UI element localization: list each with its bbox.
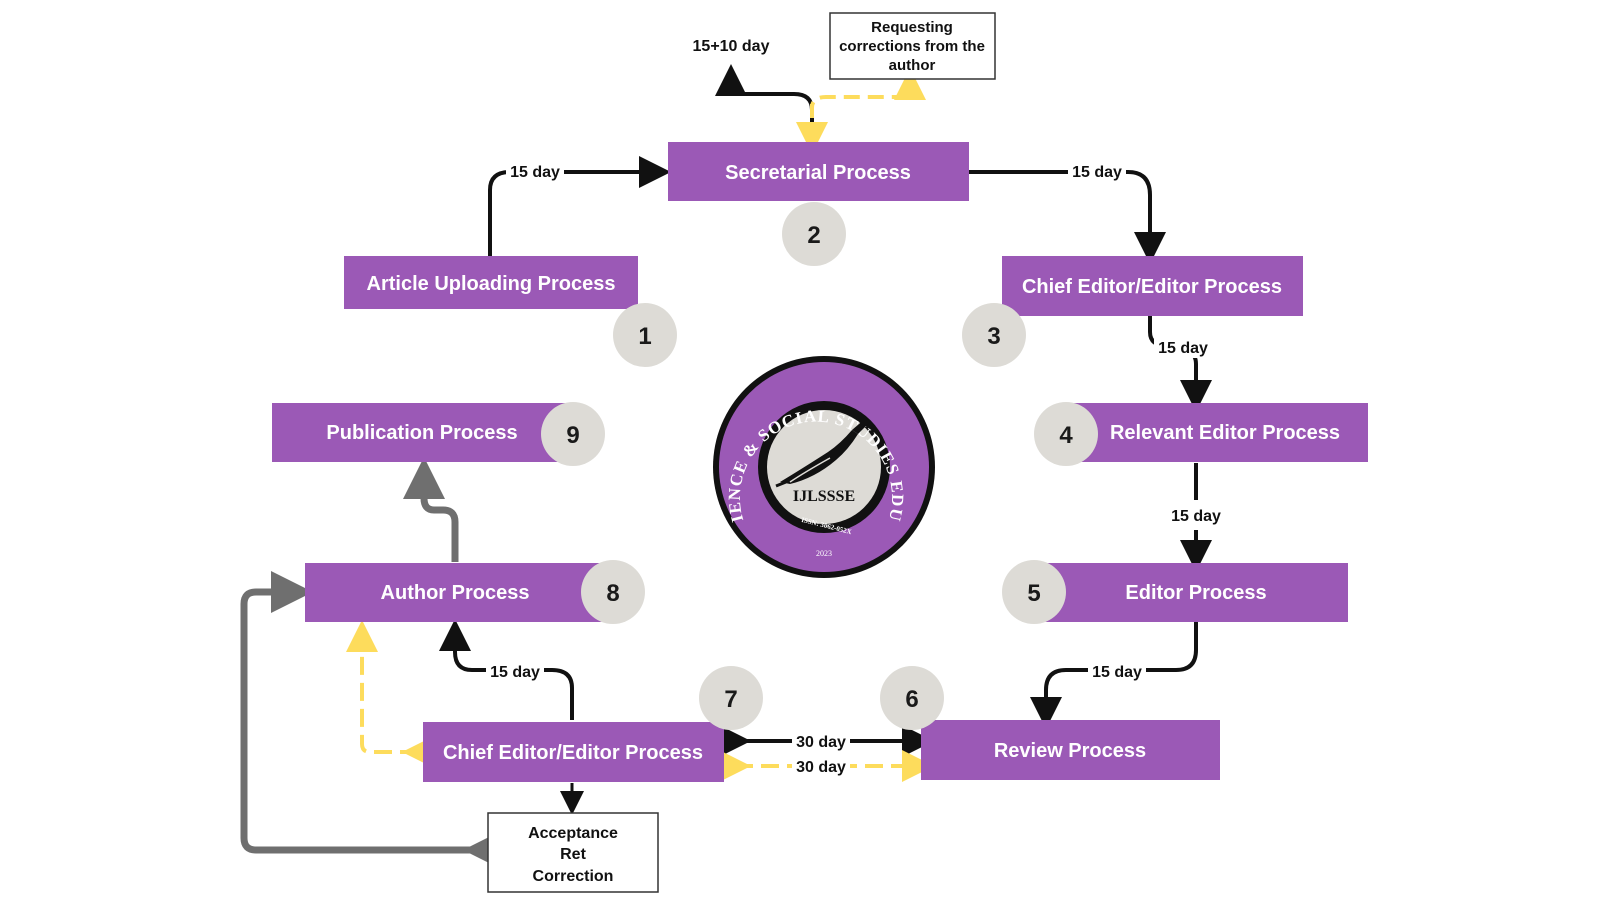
corrections-note-line-2: corrections from the [839,38,985,55]
step-circle-6 [880,666,944,730]
duration-review-chief-yellow: 30 day [796,759,846,776]
review-label: Review Process [994,740,1146,762]
step-number-1: 1 [638,323,651,350]
seal-year: 2023 [816,549,832,558]
chief-editor-top-box [1002,256,1303,316]
acceptance-note-box: Acceptance Ret Correction [487,812,659,893]
chief-editor-top-label: Chief Editor/Editor Process [1022,276,1282,298]
duration-chief-to-author: 15 day [490,664,540,681]
duration-secretarial-to-chief: 15 day [1072,164,1122,181]
step-circle-3 [962,303,1026,367]
relevant-editor-box [1062,403,1368,462]
step-circle-2 [782,202,846,266]
publication-label: Publication Process [326,422,517,444]
acceptance-note-line-2: Ret [560,846,586,863]
relevant-editor-label: Relevant Editor Process [1110,422,1340,444]
arrow-acceptance-author-loop [240,571,505,871]
article-uploading-label: Article Uploading Process [367,273,616,295]
corrections-note-box: Requesting corrections from the author [829,12,996,80]
arrow-author-to-publication [403,457,459,562]
duration-chief-to-relevant: 15 day [1158,340,1208,357]
step-circle-8 [581,560,645,624]
arrow-chief-author-yellow [346,620,434,768]
corrections-note-line-1: Requesting [871,19,953,36]
arrow-secretarial-return [715,64,814,130]
step-number-9: 9 [566,422,579,449]
step-number-8: 8 [606,580,619,607]
quill-pen-icon [775,418,870,488]
duration-relevant-to-editor: 15 day [1171,508,1221,525]
author-box [305,563,610,622]
acceptance-note-line-1: Acceptance [528,825,618,842]
secretarial-label: Secretarial Process [725,162,911,184]
article-uploading-box [344,256,638,309]
step-number-5: 5 [1027,580,1040,607]
chief-editor-bottom-box [423,722,724,782]
seal-journal-name: IJLSSSE [793,488,855,505]
author-label: Author Process [381,582,530,604]
secretarial-box [668,142,969,201]
arrow-secretarial-to-chief [966,170,1166,264]
step-number-7: 7 [724,686,737,713]
publication-box [272,403,574,462]
editor-box [1040,563,1348,622]
step-circle-7 [699,666,763,730]
step-number-4: 4 [1059,422,1073,449]
duration-review-chief-black: 30 day [796,734,846,751]
step-circle-5 [1002,560,1066,624]
step-number-6: 6 [905,686,918,713]
duration-upload-to-secretarial: 15 day [510,164,560,181]
step-number-2: 2 [807,222,820,249]
arrow-corrections-request [810,68,926,118]
step-circle-9 [541,402,605,466]
corrections-note-line-3: author [889,57,936,74]
arrow-upload-to-secretarial [488,156,671,256]
editor-label: Editor Process [1125,582,1266,604]
acceptance-note-line-3: Correction [533,868,614,885]
step-circle-4 [1034,402,1098,466]
step-number-3: 3 [987,323,1000,350]
review-box [921,720,1220,780]
duration-editor-to-review: 15 day [1092,664,1142,681]
step-circle-1 [613,303,677,367]
chief-editor-bottom-label: Chief Editor/Editor Process [443,742,703,764]
duration-secretarial-return: 15+10 day [693,38,770,55]
